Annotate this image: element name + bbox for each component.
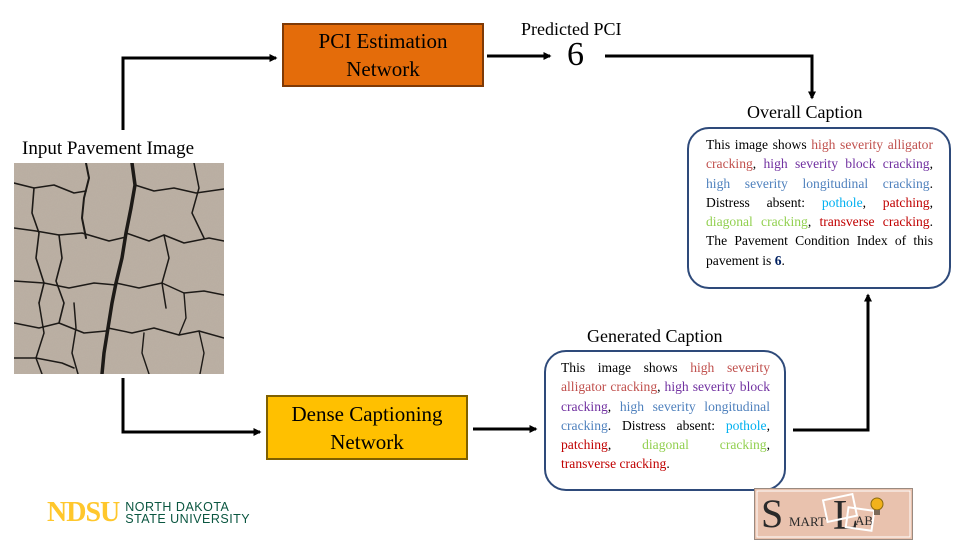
- block-cracking-phrase: high severity block cracking: [561, 379, 770, 414]
- pci-network-line1: PCI Estimation: [318, 29, 448, 53]
- ndsu-name: NORTH DAKOTA STATE UNIVERSITY: [125, 500, 251, 526]
- svg-text:AB: AB: [855, 513, 873, 528]
- overall-caption-title: Overall Caption: [747, 102, 863, 122]
- transverse-cracking-phrase: transverse cracking: [819, 214, 930, 230]
- arrow-image-to-dense: [121, 378, 262, 436]
- diagonal-cracking-phrase: diagonal cracking: [706, 214, 808, 230]
- pothole-phrase: pothole: [821, 194, 863, 210]
- patching-phrase: patching: [561, 437, 608, 453]
- caption-text: ,: [607, 398, 620, 414]
- caption-text: ,: [607, 437, 643, 453]
- svg-text:S: S: [761, 491, 783, 536]
- pavement-image: [14, 163, 224, 374]
- diagonal-cracking-phrase: diagonal cracking: [642, 437, 767, 453]
- caption-text: ,: [807, 214, 820, 230]
- alligator-cracking-phrase: high severity alligator cracking: [561, 360, 770, 395]
- caption-text: This image shows: [561, 360, 691, 375]
- pci-value-in-caption: 6: [774, 252, 782, 268]
- alligator-cracking-phrase: high severity alligator cracking: [706, 137, 933, 172]
- dense-network-line2: Network: [330, 429, 404, 454]
- patching-phrase: patching: [882, 194, 930, 210]
- longitudinal-cracking-phrase: high severity longitudinal cracking: [706, 175, 930, 191]
- predicted-pci-value: 6: [567, 36, 584, 73]
- ndsu-wordmark: NDSU: [47, 497, 120, 528]
- predicted-pci-label: Predicted PCI: [521, 19, 622, 39]
- caption-text: .: [781, 252, 785, 268]
- caption-text: . The Pavement Condition Index of this p…: [706, 214, 933, 268]
- arrow-generated-to-overall: [793, 293, 872, 432]
- ndsu-name-line2: STATE UNIVERSITY: [125, 512, 251, 526]
- arrow-image-to-pci: [121, 54, 278, 130]
- generated-caption-title: Generated Caption: [587, 326, 723, 346]
- overall-caption-box: This image shows high severity alligator…: [687, 127, 951, 289]
- pci-estimation-network: PCI Estimation Network: [282, 23, 484, 87]
- pci-network-line2: Network: [346, 57, 420, 81]
- caption-text: ,: [766, 417, 770, 433]
- block-cracking-phrase: high severity block cracking: [763, 156, 930, 172]
- caption-text: ,: [766, 437, 770, 453]
- ndsu-name-line1: NORTH DAKOTA: [125, 500, 230, 514]
- generated-caption-box: This image shows high severity alligator…: [544, 350, 786, 491]
- arrow-predicted-to-overall: [605, 54, 816, 100]
- dense-captioning-network: Dense Captioning Network: [266, 395, 468, 460]
- smartlab-logo-graphic: S MART L AB: [756, 490, 911, 539]
- caption-text: ,: [862, 194, 883, 210]
- caption-text: This image shows: [706, 137, 812, 152]
- pothole-phrase: pothole: [725, 417, 767, 433]
- caption-text: .: [666, 456, 670, 472]
- dense-network-line1: Dense Captioning: [291, 401, 443, 426]
- transverse-cracking-phrase: transverse cracking: [561, 456, 667, 472]
- caption-text: . Distress absent:: [706, 175, 933, 210]
- caption-text: ,: [929, 156, 934, 172]
- caption-text: ,: [657, 379, 665, 395]
- smartlab-logo: S MART L AB: [754, 488, 913, 540]
- caption-text: ,: [752, 156, 764, 172]
- caption-text: ,: [929, 194, 934, 210]
- input-image-label: Input Pavement Image: [22, 138, 195, 159]
- longitudinal-cracking-phrase: high severity longitudinal cracking: [561, 398, 770, 433]
- svg-text:MART: MART: [789, 514, 826, 529]
- ndsu-logo: NDSU NORTH DAKOTA STATE UNIVERSITY: [47, 497, 250, 529]
- caption-text: . Distress absent:: [607, 417, 726, 433]
